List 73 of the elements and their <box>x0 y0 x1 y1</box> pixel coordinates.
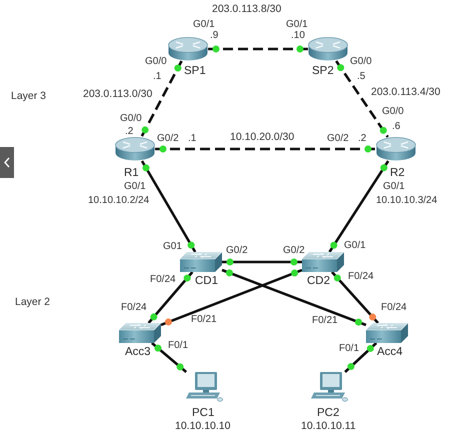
device-name: CD1 <box>195 275 218 288</box>
port-label: F0/24 <box>381 302 407 314</box>
network-link <box>344 342 378 373</box>
port-label: G0/2 <box>283 245 305 256</box>
network-link <box>148 271 194 324</box>
port-label: .2 <box>125 126 134 138</box>
network-link <box>328 160 390 253</box>
network-link <box>335 60 389 138</box>
network-link <box>331 271 379 324</box>
port-label: F0/1 <box>168 340 188 352</box>
device-name: Acc4 <box>377 346 403 360</box>
port-label: F0/24 <box>121 302 147 314</box>
network-link <box>140 160 196 253</box>
port-label: .5 <box>357 71 366 82</box>
subnet-label: 203.0.113.4/30 <box>371 86 440 98</box>
ip-address: 10.10.10.3/24 <box>376 195 438 206</box>
subnet-label: 10.10.20.0/30 <box>230 131 294 144</box>
port-label: G0/1 <box>124 181 146 192</box>
port-label: G0/0 <box>350 56 372 68</box>
port-label: G0/2 <box>226 245 248 256</box>
port-label: G0/2 <box>157 133 179 144</box>
router-icon <box>308 37 348 61</box>
device-name: SP1 <box>184 65 206 78</box>
port-label: G01 <box>163 241 182 252</box>
port-label: F0/21 <box>312 315 338 326</box>
port-label: F0/1 <box>339 343 360 354</box>
router-icon <box>115 137 155 161</box>
port-label: F0/21 <box>191 314 217 326</box>
port-label: G0/0 <box>120 113 142 124</box>
network-link <box>222 260 302 264</box>
port-label: G0/0 <box>145 56 167 68</box>
subnet-label: 203.0.113.0/30 <box>83 88 152 100</box>
ip-address: 10.10.10.2/24 <box>88 195 150 206</box>
router-icon <box>168 37 208 61</box>
network-link <box>140 60 183 138</box>
port-label: .2 <box>358 133 366 144</box>
ip-address: 10.10.10.11 <box>301 420 356 432</box>
port-label: F0/24 <box>348 271 374 282</box>
port-label: G0/0 <box>382 106 404 118</box>
port-label: .1 <box>153 71 162 82</box>
ip-address: 10.10.10.10 <box>175 420 230 432</box>
device-name: SP2 <box>312 65 334 78</box>
device-name: Acc3 <box>125 346 151 360</box>
layer-label: Layer 2 <box>15 296 50 308</box>
network-link <box>155 148 376 150</box>
port-label: .9 <box>210 30 218 42</box>
network-link <box>208 48 308 50</box>
port-label: G0/1 <box>286 19 308 30</box>
port-label: .6 <box>392 121 400 132</box>
device-name: PC1 <box>192 407 214 420</box>
device-name: CD2 <box>307 275 330 288</box>
port-label: .1 <box>188 133 196 144</box>
switch-icon <box>119 323 161 343</box>
device-name: R1 <box>124 167 139 180</box>
port-label: .10 <box>291 30 305 42</box>
network-link <box>222 268 366 326</box>
network-link <box>151 342 188 373</box>
device-name: R2 <box>390 167 405 180</box>
port-label: G0/1 <box>383 181 405 192</box>
port-label: G0/2 <box>327 133 349 144</box>
layer-label: Layer 3 <box>11 90 46 102</box>
computer-icon <box>310 372 348 402</box>
port-label: G0/1 <box>344 240 366 252</box>
network-link <box>160 268 302 326</box>
computer-icon <box>185 372 223 402</box>
port-label: G0/1 <box>193 19 215 30</box>
switch-icon <box>366 323 408 343</box>
port-label: F0/24 <box>150 274 176 286</box>
subnet-label: 203.0.113.8/30 <box>212 3 282 16</box>
switch-icon <box>180 252 222 272</box>
switch-icon <box>302 252 344 272</box>
router-icon <box>376 137 416 161</box>
device-name: PC2 <box>317 407 340 420</box>
